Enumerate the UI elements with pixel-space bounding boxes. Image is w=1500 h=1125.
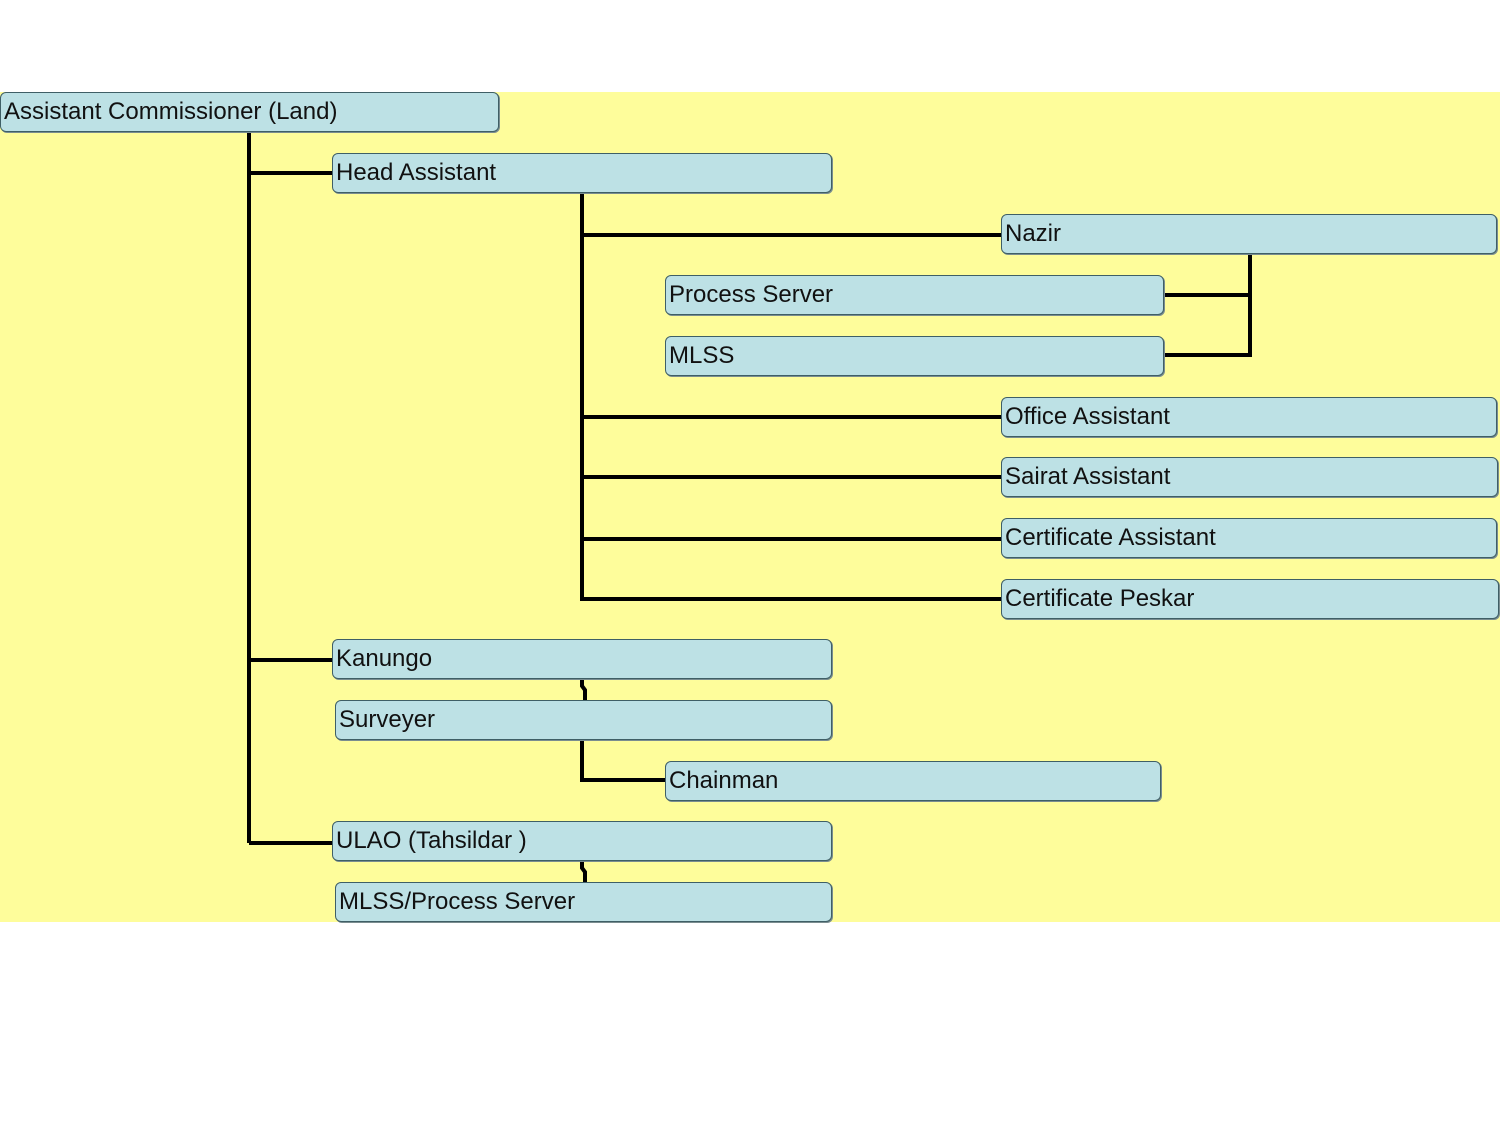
connector-ulao-to-mlss-process-server xyxy=(580,860,587,882)
connector-ac-to-head-assistant xyxy=(247,130,332,843)
node-kanungo: Kanungo xyxy=(332,639,832,679)
node-ulao-tahsildar: ULAO (Tahsildar ) xyxy=(332,821,832,861)
node-process-server: Process Server xyxy=(665,275,1164,315)
connector-nazir-branch xyxy=(1164,253,1252,357)
node-sairat-assistant: Sairat Assistant xyxy=(1001,457,1498,497)
node-nazir: Nazir xyxy=(1001,214,1497,254)
node-certificate-peskar: Certificate Peskar xyxy=(1001,579,1499,619)
node-mlss: MLSS xyxy=(665,336,1164,376)
connector-kanungo-to-surveyer xyxy=(580,678,587,700)
node-certificate-assistant: Certificate Assistant xyxy=(1001,518,1497,558)
node-head-assistant: Head Assistant xyxy=(332,153,832,193)
connector-surveyer-to-chainman xyxy=(580,739,665,782)
node-chainman: Chainman xyxy=(665,761,1161,801)
node-surveyer: Surveyer xyxy=(335,700,832,740)
connector-ha-trunk xyxy=(580,191,1001,601)
node-office-assistant: Office Assistant xyxy=(1001,397,1497,437)
node-assistant-commissioner: Assistant Commissioner (Land) xyxy=(0,92,499,132)
node-mlss-process-server: MLSS/Process Server xyxy=(335,882,832,922)
